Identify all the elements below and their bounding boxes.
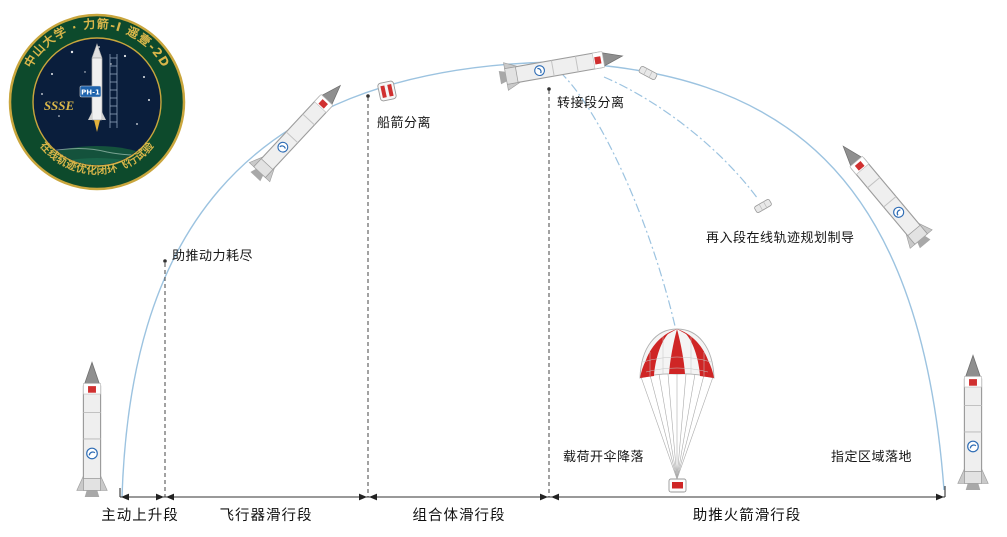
payload-capsule-icon [377, 80, 397, 102]
parachute-lines [640, 373, 714, 480]
phase-label-ascent: 主动上升段 [101, 508, 179, 524]
label-payload-parachute: 载荷开伞降落 [563, 450, 645, 465]
phase-label-booster-glide: 助推火箭滑行段 [692, 508, 802, 524]
badge-launch-tower [109, 54, 118, 128]
label-ship-separation: 船箭分离 [377, 116, 432, 131]
label-landing-zone: 指定区域落地 [831, 450, 913, 465]
rocket-landed-icon [957, 354, 989, 491]
label-booster-burnout: 助推动力耗尽 [172, 249, 254, 264]
falling-adapter-icon [754, 199, 772, 213]
reentry-path-adapter [603, 76, 759, 200]
parachute-icon [639, 328, 715, 493]
rocket-standing-launch-icon [76, 361, 108, 498]
parachute-mesh [642, 336, 712, 376]
rocket-apex-icon [496, 41, 626, 93]
badge-sse-text: SSSE [44, 98, 75, 113]
phase-label-combo-glide: 组合体滑行段 [412, 508, 506, 524]
phase-axis [119, 486, 946, 501]
parachute-payload-icon [668, 478, 687, 493]
badge-ph1-tag: PH-1 [79, 85, 102, 98]
badge-ph1-text: PH-1 [81, 89, 100, 97]
mission-badge: PH-1 SSSE 中山大学 · 力箭-I 遥壹-2D 在线轨迹优化闭环飞行试验 [8, 13, 186, 191]
event-dots [163, 87, 551, 263]
phase-label-vehicle-glide: 飞行器滑行段 [219, 508, 313, 524]
rocket-ascending-icon [244, 75, 352, 187]
trajectory-arc [121, 61, 945, 498]
adapter-piece-icon [638, 65, 658, 81]
event-dividers [164, 90, 550, 497]
label-reentry-guidance: 再入段在线轨迹规划制导 [706, 231, 855, 246]
phase-axis-arrowheads [121, 493, 944, 501]
reentry-path-payload [559, 71, 676, 327]
label-adapter-separation: 转接段分离 [557, 96, 625, 111]
